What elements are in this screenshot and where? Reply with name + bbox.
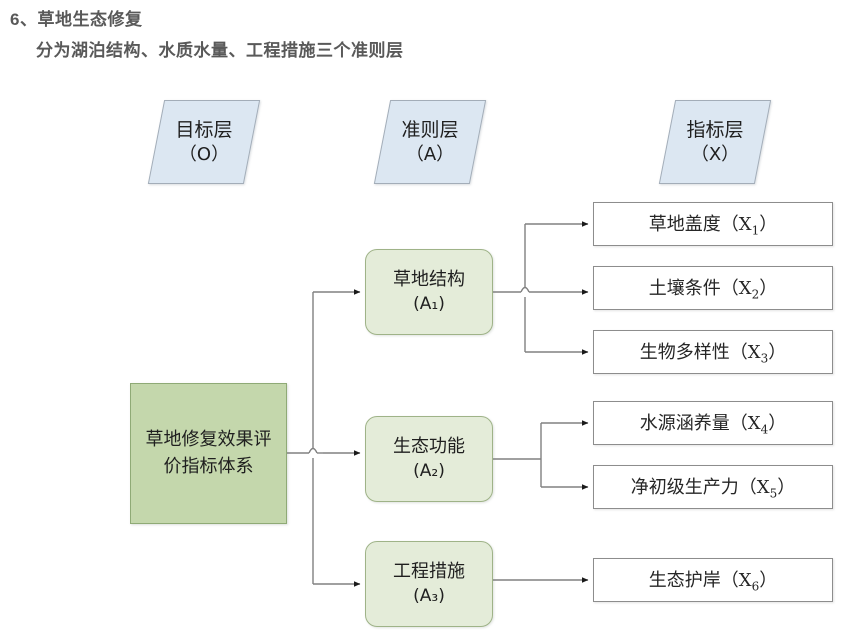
indicator-box-x6-label: 生态护岸（X6） (649, 566, 777, 594)
indicator-x5-sub: 5 (769, 486, 778, 501)
layer-header-goal-text: 目标层 （O） (157, 101, 251, 183)
indicator-box-x2[interactable]: 土壤条件（X2） (593, 266, 833, 310)
indicator-box-x3[interactable]: 生物多样性（X3） (593, 330, 833, 374)
layer-header-criteria-code: （A） (405, 143, 455, 165)
indicator-box-x4[interactable]: 水源涵养量（X4） (593, 401, 833, 445)
layer-header-index-code: （X） (690, 143, 740, 165)
criterion-box-a3-code: (A₃) (413, 586, 445, 607)
criterion-box-a1-title: 草地结构 (393, 268, 465, 290)
layer-header-index: 指标层 （X） (658, 100, 772, 184)
goal-box-label: 草地修复效果评价指标体系 (145, 429, 272, 477)
indicator-x2-sub: 2 (751, 287, 760, 302)
indicator-x3-text: 生物多样性（X (639, 342, 761, 364)
indicator-x6-text: 生态护岸（X (648, 570, 752, 592)
indicator-box-x5[interactable]: 净初级生产力（X5） (593, 465, 833, 509)
indicator-box-x6[interactable]: 生态护岸（X6） (593, 558, 833, 602)
indicator-box-x1[interactable]: 草地盖度（X1） (593, 202, 833, 246)
indicator-x1-text: 草地盖度（X (648, 214, 752, 236)
layer-header-goal-title: 目标层 (175, 119, 233, 142)
criterion-box-a2[interactable]: 生态功能 (A₂) (365, 416, 493, 502)
layer-header-goal-code: （O） (178, 143, 230, 165)
layer-header-index-title: 指标层 (686, 119, 744, 142)
criterion-box-a1-code: (A₁) (413, 294, 445, 315)
indicator-x1-sub: 1 (751, 223, 760, 238)
layer-header-criteria-text: 准则层 （A） (383, 101, 477, 183)
indicator-x5-tail: ） (777, 477, 796, 499)
indicator-x2-tail: ） (759, 278, 778, 300)
indicator-x3-sub: 3 (760, 351, 769, 366)
indicator-x6-tail: ） (759, 570, 778, 592)
indicator-x4-tail: ） (768, 413, 787, 435)
criterion-box-a2-title: 生态功能 (393, 435, 465, 457)
layer-header-index-text: 指标层 （X） (668, 101, 762, 183)
criterion-box-a3-title: 工程措施 (393, 560, 465, 582)
indicator-box-x3-label: 生物多样性（X3） (640, 338, 786, 366)
edge-a1-stub-hop (520, 286, 530, 293)
layer-header-goal: 目标层 （O） (147, 100, 261, 184)
heading-line-1: 6、草地生态修复 (10, 10, 143, 29)
edge-goal-trunk-hop (308, 447, 318, 454)
indicator-box-x2-label: 土壤条件（X2） (649, 274, 777, 302)
indicator-x4-text: 水源涵养量（X (639, 413, 761, 435)
indicator-x2-text: 土壤条件（X (648, 278, 752, 300)
layer-header-criteria: 准则层 （A） (373, 100, 487, 184)
indicator-x3-tail: ） (768, 342, 787, 364)
indicator-x5-text: 净初级生产力（X (630, 477, 770, 499)
indicator-x6-sub: 6 (751, 579, 760, 594)
indicator-x4-sub: 4 (760, 422, 769, 437)
goal-box[interactable]: 草地修复效果评价指标体系 (130, 383, 287, 524)
indicator-box-x4-label: 水源涵养量（X4） (640, 409, 786, 437)
layer-header-criteria-title: 准则层 (401, 119, 459, 142)
indicator-box-x5-label: 净初级生产力（X5） (631, 473, 795, 501)
criterion-box-a2-code: (A₂) (413, 461, 445, 482)
heading-line-2: 分为湖泊结构、水质水量、工程措施三个准则层 (36, 41, 404, 60)
criterion-box-a1[interactable]: 草地结构 (A₁) (365, 249, 493, 335)
criterion-box-a3[interactable]: 工程措施 (A₃) (365, 541, 493, 627)
indicator-box-x1-label: 草地盖度（X1） (649, 210, 777, 238)
indicator-x1-tail: ） (759, 214, 778, 236)
